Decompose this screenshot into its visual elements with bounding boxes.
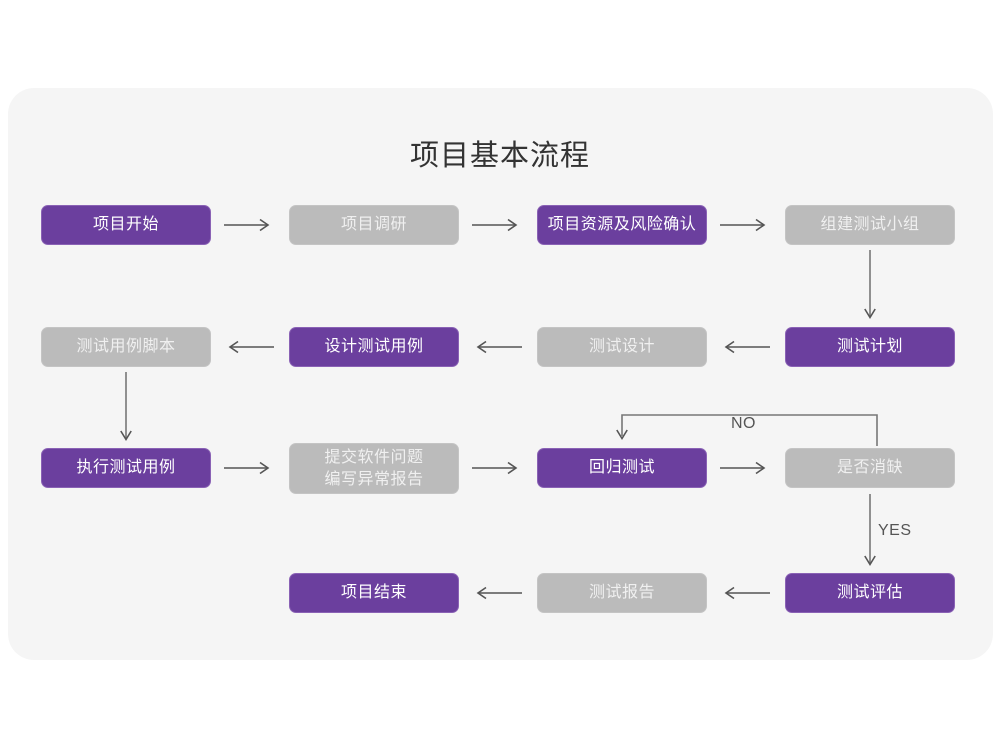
node-test-report[interactable]: 测试报告 (537, 573, 707, 613)
arrow-n11-n12 (720, 461, 770, 475)
edge-label-yes: YES (878, 522, 912, 539)
node-project-start[interactable]: 项目开始 (41, 205, 211, 245)
node-project-research[interactable]: 项目调研 (289, 205, 459, 245)
arrow-n3-n4 (720, 218, 770, 232)
node-execute-testcase[interactable]: 执行测试用例 (41, 448, 211, 488)
node-submit-issue-report[interactable]: 提交软件问题 编写异常报告 (289, 443, 459, 494)
flowchart-card (8, 88, 993, 660)
arrow-n9-n10 (224, 461, 274, 475)
arrow-n5-n9 (119, 372, 133, 447)
node-resource-risk-confirm[interactable]: 项目资源及风险确认 (537, 205, 707, 245)
node-design-testcase[interactable]: 设计测试用例 (289, 327, 459, 367)
arrow-n15-n14 (720, 586, 770, 600)
node-defect-cleared-decision[interactable]: 是否消缺 (785, 448, 955, 488)
node-test-plan[interactable]: 测试计划 (785, 327, 955, 367)
arrow-n1-n2 (224, 218, 274, 232)
node-build-test-team[interactable]: 组建测试小组 (785, 205, 955, 245)
arrow-n4-n8 (863, 250, 877, 325)
arrow-n6-n5 (224, 340, 274, 354)
arrow-n10-n11 (472, 461, 522, 475)
arrow-n8-n7 (720, 340, 770, 354)
connector-no-loop (614, 410, 886, 450)
arrow-n2-n3 (472, 218, 522, 232)
page-title: 项目基本流程 (409, 140, 590, 172)
arrow-n14-n13 (472, 586, 522, 600)
arrow-n12-n15 (863, 494, 877, 572)
node-project-end[interactable]: 项目结束 (289, 573, 459, 613)
node-regression-test[interactable]: 回归测试 (537, 448, 707, 488)
edge-label-no: NO (731, 415, 756, 432)
arrow-n7-n6 (472, 340, 522, 354)
node-testcase-script[interactable]: 测试用例脚本 (41, 327, 211, 367)
node-test-design[interactable]: 测试设计 (537, 327, 707, 367)
node-test-evaluation[interactable]: 测试评估 (785, 573, 955, 613)
